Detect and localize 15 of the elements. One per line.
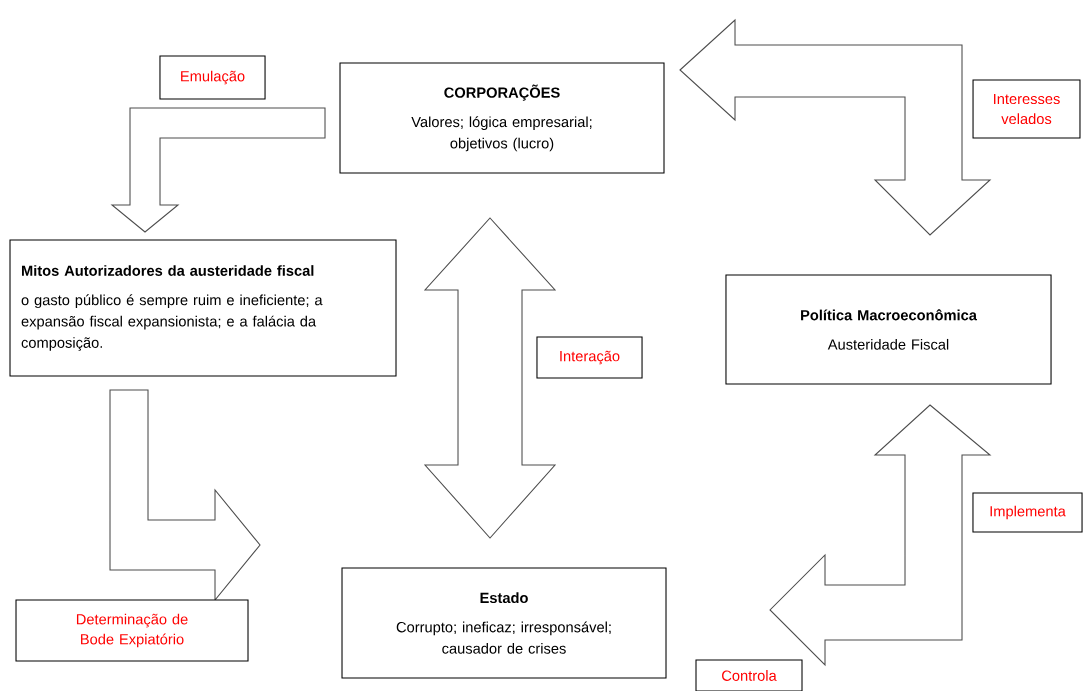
- text-box: Estado Corrupto; ineficaz; irresponsável; causador de crises: [341, 567, 667, 679]
- text-box: CORPORAÇÕES Valores; lógica empresarial; objetivos (lucro): [339, 62, 665, 174]
- label-box: Emulação: [159, 55, 266, 100]
- block-arrow: [769, 404, 992, 667]
- text-box: Política Macroeconômica Austeridade Fiscal: [725, 274, 1052, 385]
- label-box: Determinação de Bode Expiatório: [15, 599, 249, 662]
- block-arrow: [679, 18, 992, 236]
- text-box: Mitos Autorizadores da austeridade fiscal o gasto público é sempre ruim e ineficiente; a expansão fiscal expansionista; e a falácia da composição.: [9, 239, 397, 377]
- label-box: Implementa: [972, 492, 1083, 533]
- block-arrow: [423, 217, 557, 539]
- label-box: Controla: [695, 659, 803, 691]
- label-box: Interesses velados: [972, 79, 1081, 139]
- block-arrow: [110, 107, 326, 233]
- block-arrow: [109, 389, 261, 602]
- label-box: Interação: [536, 336, 643, 379]
